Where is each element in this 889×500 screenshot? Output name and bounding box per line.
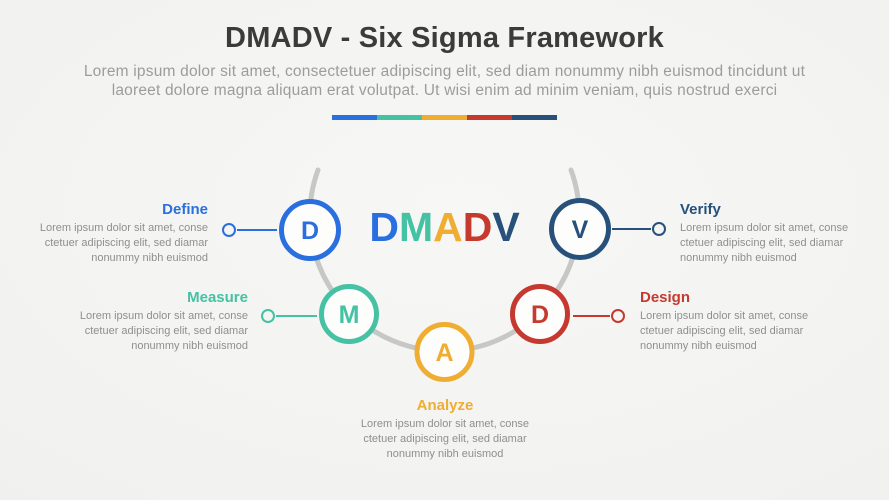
define-description: Lorem ipsum dolor sit amet, conse ctetue… bbox=[39, 222, 208, 264]
design-label: Design bbox=[640, 289, 691, 306]
define-connector-ring bbox=[222, 223, 236, 237]
analyze-node: A bbox=[414, 322, 475, 382]
measure-connector-ring bbox=[261, 309, 275, 323]
center-letter-v: V bbox=[492, 204, 520, 250]
measure-node-circle bbox=[319, 284, 379, 344]
measure-node: M bbox=[319, 284, 379, 344]
color-divider-bar bbox=[332, 115, 557, 120]
measure-node-letter: M bbox=[339, 301, 360, 329]
define-text-block: Define Lorem ipsum dolor sit amet, conse… bbox=[13, 201, 208, 266]
design-node-circle bbox=[510, 284, 570, 344]
design-node-letter: D bbox=[531, 301, 549, 329]
divider-segment-verify bbox=[512, 115, 557, 120]
measure-connector bbox=[261, 309, 317, 323]
analyze-node-letter: A bbox=[435, 339, 453, 367]
analyze-node-circle bbox=[414, 322, 475, 382]
analyze-label: Analyze bbox=[416, 397, 474, 414]
verify-connector bbox=[612, 222, 666, 236]
verify-description: Lorem ipsum dolor sit amet, conse ctetue… bbox=[680, 222, 849, 264]
verify-connector-ring bbox=[652, 222, 666, 236]
divider-segment-define bbox=[332, 115, 377, 120]
center-acronym: DMADV bbox=[362, 207, 527, 248]
design-description: Lorem ipsum dolor sit amet, conse ctetue… bbox=[640, 310, 809, 352]
design-connector-ring bbox=[611, 309, 625, 323]
page-title: DMADV - Six Sigma Framework bbox=[225, 22, 664, 54]
design-node: D bbox=[510, 284, 570, 344]
center-letter-d2: D bbox=[462, 204, 493, 250]
center-letter-m: M bbox=[398, 204, 434, 250]
verify-label: Verify bbox=[680, 201, 721, 218]
define-node-letter: D bbox=[301, 217, 319, 245]
design-connector bbox=[573, 309, 625, 323]
measure-text-block: Measure Lorem ipsum dolor sit amet, cons… bbox=[53, 289, 248, 354]
define-node: D bbox=[279, 199, 341, 261]
center-letter-a: A bbox=[433, 204, 463, 250]
page-subtitle: Lorem ipsum dolor sit amet, consectetuer… bbox=[83, 63, 806, 99]
analyze-description: Lorem ipsum dolor sit amet, conse ctetue… bbox=[360, 418, 530, 460]
verify-node-letter: V bbox=[572, 216, 589, 244]
divider-segment-analyze bbox=[422, 115, 467, 120]
divider-segment-measure bbox=[377, 115, 422, 120]
verify-node: V bbox=[549, 198, 611, 260]
define-label: Define bbox=[162, 201, 208, 218]
center-letter-d1: D bbox=[369, 204, 399, 250]
verify-node-circle bbox=[549, 198, 611, 260]
divider-segment-design bbox=[467, 115, 512, 120]
verify-text-block: Verify Lorem ipsum dolor sit amet, conse… bbox=[680, 201, 875, 266]
measure-description: Lorem ipsum dolor sit amet, conse ctetue… bbox=[79, 310, 248, 352]
measure-label: Measure bbox=[187, 289, 248, 306]
design-text-block: Design Lorem ipsum dolor sit amet, conse… bbox=[640, 289, 835, 354]
analyze-text-block: Analyze Lorem ipsum dolor sit amet, cons… bbox=[347, 397, 543, 462]
define-connector bbox=[222, 223, 277, 237]
define-node-circle bbox=[279, 199, 341, 261]
